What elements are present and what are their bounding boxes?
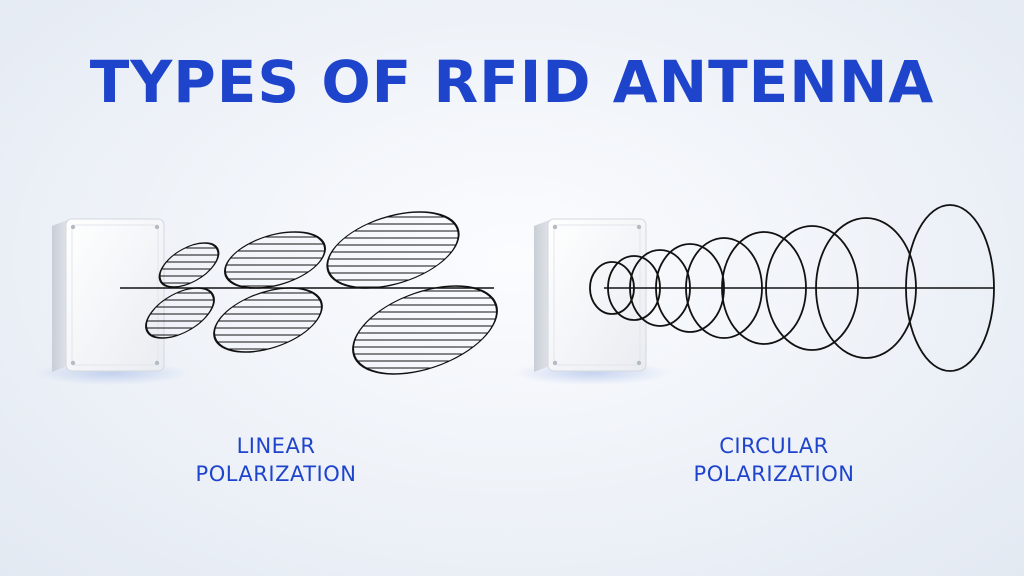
linear-wave-lobe [329, 285, 521, 375]
linear-antenna-panel [34, 218, 190, 385]
linear-label-line1: LINEAR [236, 434, 316, 458]
linear-wave-lobe [306, 211, 480, 289]
circular-label-line2: POLARIZATION [693, 462, 855, 486]
circular-antenna-panel [514, 218, 670, 385]
circular-label-line1: CIRCULAR [719, 434, 829, 458]
linear-wave-lobe [196, 287, 340, 353]
linear-label-line2: POLARIZATION [195, 462, 357, 486]
circular-polarization-label: CIRCULAR POLARIZATION [624, 432, 924, 488]
linear-polarization-label: LINEAR POLARIZATION [126, 432, 426, 488]
diagram-title: TYPES OF RFID ANTENNA [89, 48, 935, 116]
